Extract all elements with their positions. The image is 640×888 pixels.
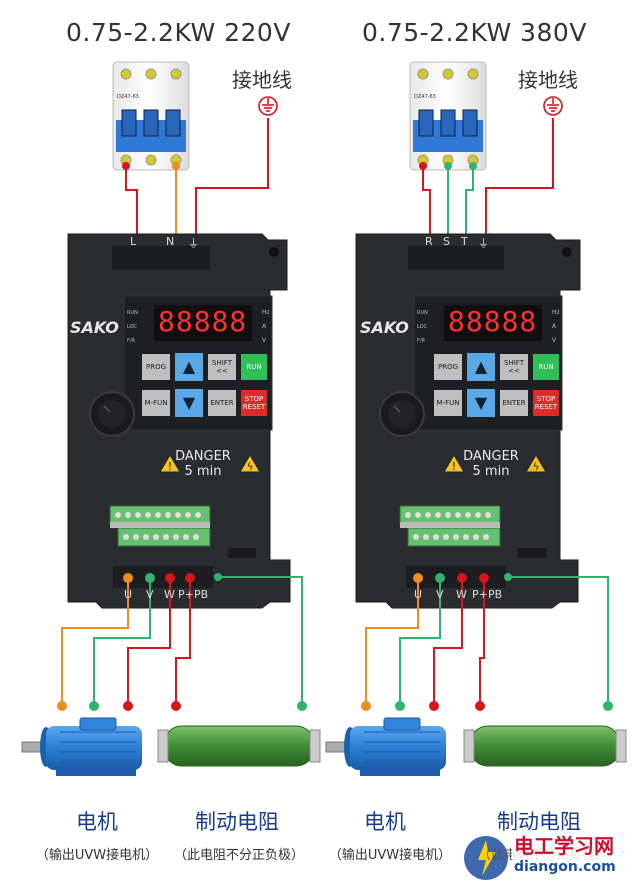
left-wire-V: [93, 579, 151, 705]
left-terminal-ground: ⏚: [188, 237, 199, 250]
left-breaker: [112, 61, 190, 171]
left-motor-icon: [21, 717, 142, 776]
left-terminal-L: L: [130, 235, 137, 248]
left-prog-key[interactable]: PROG: [142, 354, 170, 380]
right-terminal-T: T: [461, 235, 468, 248]
left-run-key[interactable]: RUN: [241, 354, 267, 380]
left-resistor-caption: 制动电阻: [195, 810, 279, 834]
left-wire-PB: [218, 576, 303, 705]
left-control-terminals: [115, 512, 201, 540]
left-wire-Pplus: [175, 579, 191, 705]
left-terminal-W: W: [164, 588, 175, 601]
left-down-arrow-icon[interactable]: ▼: [175, 389, 203, 417]
right-wire-Pplus: [479, 579, 485, 705]
right-stop-key[interactable]: STOP RESET: [533, 390, 559, 416]
left-wire-L: [125, 166, 138, 258]
left-resistor-sub: （此电阻不分正负极）: [173, 848, 304, 863]
right-motor-caption: 电机: [364, 810, 406, 834]
left-stop-key[interactable]: STOP RESET: [241, 390, 267, 416]
right-title: 0.75-2.2KW 380V: [362, 18, 587, 47]
right-terminal-W: W: [456, 588, 467, 601]
left-wire-W: [127, 579, 171, 705]
right-wire-T: [465, 166, 474, 258]
right-wire-W: [433, 579, 463, 705]
right-ground-icon: [543, 96, 563, 116]
right-down-arrow-icon[interactable]: ▼: [467, 389, 495, 417]
left-up-arrow-icon[interactable]: ▲: [175, 353, 203, 381]
left-display: 88888: [158, 305, 248, 338]
left-terminal-V: V: [146, 588, 154, 601]
left-terminal-Pplus: P+: [178, 588, 194, 601]
watermark: 电工学习网 diangon.com: [512, 830, 618, 875]
right-wire-U: [365, 579, 419, 705]
right-terminal-S: S: [443, 235, 450, 248]
right-wire-R: [422, 166, 431, 258]
left-ground-icon: [258, 96, 278, 116]
right-mfun-key[interactable]: M-FUN: [434, 390, 462, 416]
right-terminal-Pplus: P+: [472, 588, 488, 601]
left-mfun-key[interactable]: M-FUN: [142, 390, 170, 416]
svg-text:!: !: [168, 460, 172, 473]
right-wire-ground: [485, 118, 554, 258]
left-shift-key[interactable]: SHIFT <<: [208, 354, 236, 380]
watermark-title: 电工学习网: [514, 834, 614, 858]
left-terminal-U: U: [124, 588, 133, 601]
right-brand-logo: SAKO: [360, 318, 409, 337]
svg-text:!: !: [452, 460, 456, 473]
left-ground-label: 接地线: [232, 68, 292, 92]
right-up-arrow-icon[interactable]: ▲: [467, 353, 495, 381]
right-breaker-label: DZ47-63: [414, 94, 436, 100]
right-shift-key[interactable]: SHIFT <<: [500, 354, 528, 380]
left-terminal-PB: PB: [194, 588, 209, 601]
left-drive-body: ! ϟ: [67, 233, 291, 609]
right-display: 88888: [448, 305, 538, 338]
right-enter-key[interactable]: ENTER: [500, 390, 528, 416]
left-wire-U: [61, 579, 129, 705]
right-drive-body: ! ϟ: [355, 233, 581, 609]
right-terminal-U: U: [414, 588, 423, 601]
right-wire-V: [399, 579, 441, 705]
left-breaker-label: DZ47-63: [117, 94, 139, 100]
left-motor-caption: 电机: [76, 810, 118, 834]
right-terminal-ground: ⏚: [478, 237, 489, 250]
right-wire-PB: [508, 576, 609, 705]
right-terminal-V: V: [436, 588, 444, 601]
right-resistor-icon: [463, 725, 627, 767]
left-brand-logo: SAKO: [70, 318, 119, 337]
left-resistor-icon: [157, 725, 321, 767]
left-terminal-N: N: [166, 235, 175, 248]
right-motor-sub: （输出UVW接电机）: [328, 848, 452, 863]
right-terminal-PB: PB: [488, 588, 503, 601]
left-motor-sub: （输出UVW接电机）: [35, 848, 159, 863]
left-wire-ground: [195, 118, 269, 258]
svg-text:ϟ: ϟ: [533, 462, 540, 473]
right-breaker: [409, 61, 487, 171]
right-run-key[interactable]: RUN: [533, 354, 559, 380]
left-enter-key[interactable]: ENTER: [208, 390, 236, 416]
watermark-url: diangon.com: [514, 859, 616, 875]
right-terminal-R: R: [425, 235, 433, 248]
svg-text:ϟ: ϟ: [247, 462, 254, 473]
watermark-logo-icon: [464, 836, 508, 880]
right-ground-label: 接地线: [518, 68, 578, 92]
right-motor-icon: [325, 717, 446, 776]
right-control-terminals: [405, 512, 491, 540]
left-title: 0.75-2.2KW 220V: [66, 18, 291, 47]
right-prog-key[interactable]: PROG: [434, 354, 462, 380]
